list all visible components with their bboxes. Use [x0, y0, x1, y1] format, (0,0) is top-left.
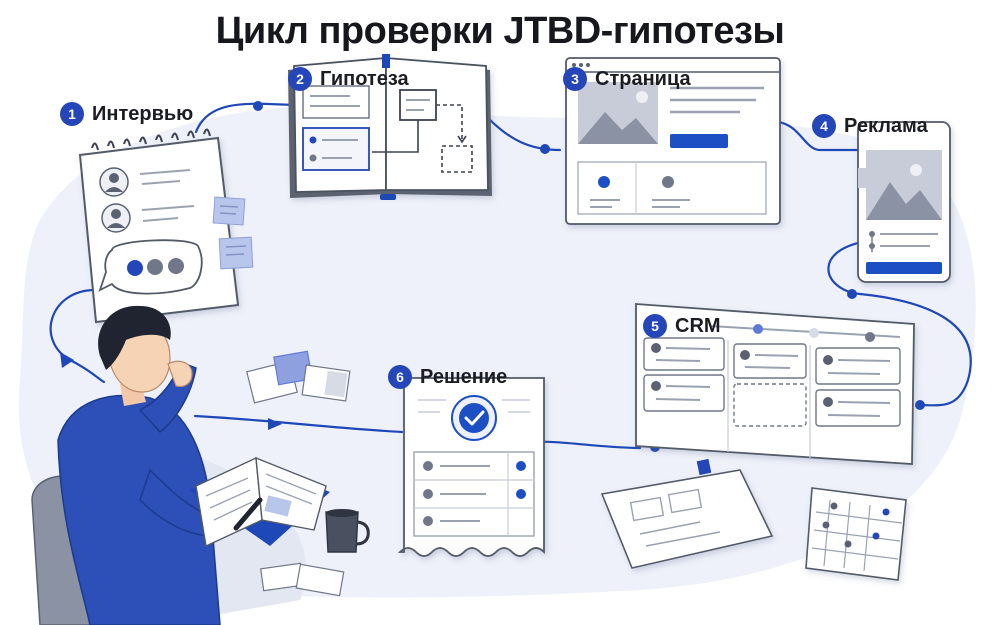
crm-empty-card [733, 383, 807, 427]
grid-sheet [805, 487, 907, 581]
crm-columns [727, 340, 811, 458]
decision-table [413, 451, 535, 537]
interview-notepad [78, 136, 240, 324]
crm-card [643, 374, 725, 412]
path-arrow [60, 352, 74, 368]
step-crm: 5 CRM [643, 314, 721, 338]
cta-button [670, 134, 728, 148]
step-number-badge: 2 [288, 67, 312, 91]
binder-clip [696, 458, 712, 476]
hypothesis-flowchart [372, 89, 473, 173]
crm-card [815, 389, 901, 427]
path-node [253, 101, 263, 111]
step-label: Интервью [92, 102, 194, 125]
crm-header [709, 324, 901, 342]
open-notebook [190, 456, 330, 548]
sticky-note [212, 196, 246, 226]
crm-card [815, 347, 901, 385]
interviewee-avatar [99, 167, 129, 197]
hypothesis-cards [302, 85, 370, 171]
path-node [847, 289, 857, 299]
step-number-badge: 1 [60, 102, 84, 126]
ad-text-lines [869, 231, 938, 252]
phone-side-button [858, 168, 866, 188]
feature-dot [598, 176, 610, 188]
note-lines [139, 169, 195, 222]
flow-path [49, 102, 972, 450]
feature-panel [577, 161, 767, 215]
step-hypothesis: 2 Гипотеза [288, 67, 409, 91]
person [57, 305, 237, 625]
person-hair [98, 305, 171, 370]
bookmark [380, 194, 396, 200]
bookmark [382, 54, 390, 68]
step-ad: 4 Реклама [812, 114, 928, 138]
pinned-sheet [600, 469, 774, 569]
step-number-badge: 4 [812, 114, 836, 138]
ad-cta-button [866, 262, 942, 274]
window-dots [572, 63, 590, 67]
floating-cards [246, 350, 351, 404]
feature-text-lines [590, 199, 690, 208]
crm-card [733, 343, 807, 379]
notepad-rings [91, 128, 211, 151]
step-number-badge: 6 [388, 365, 412, 389]
path-arrow [268, 418, 282, 430]
person-torso [57, 394, 221, 625]
step-label: Страница [595, 67, 691, 90]
feature-dot [662, 176, 674, 188]
crm-card [643, 337, 725, 371]
step-label: Реклама [844, 114, 928, 137]
step-interview: 1 Интервью [60, 102, 193, 126]
receipt-lines [418, 399, 530, 413]
ad-image-icon [866, 150, 942, 220]
interviewee-avatar [101, 203, 131, 233]
coffee-mug [325, 509, 370, 553]
speech-bubble [98, 239, 203, 295]
desk-papers [259, 562, 345, 597]
step-number-badge: 3 [563, 67, 587, 91]
step-label: CRM [675, 314, 721, 337]
step-label: Гипотеза [320, 67, 409, 90]
image-placeholder-icon [578, 82, 658, 144]
pen [233, 497, 263, 531]
check-icon [451, 395, 497, 441]
sticky-note [218, 236, 254, 270]
diagram-title: Цикл проверки JTBD-гипотезы [215, 10, 785, 52]
grid-markers [822, 502, 890, 548]
person-hand [167, 360, 193, 388]
step-label: Решение [420, 365, 508, 388]
path-node [540, 144, 550, 154]
grid-lines [811, 499, 903, 572]
path-node [915, 400, 925, 410]
step-number-badge: 5 [643, 314, 667, 338]
step-decision: 6 Решение [388, 365, 507, 389]
page-text-lines [670, 86, 764, 114]
step-page: 3 Страница [563, 67, 691, 91]
